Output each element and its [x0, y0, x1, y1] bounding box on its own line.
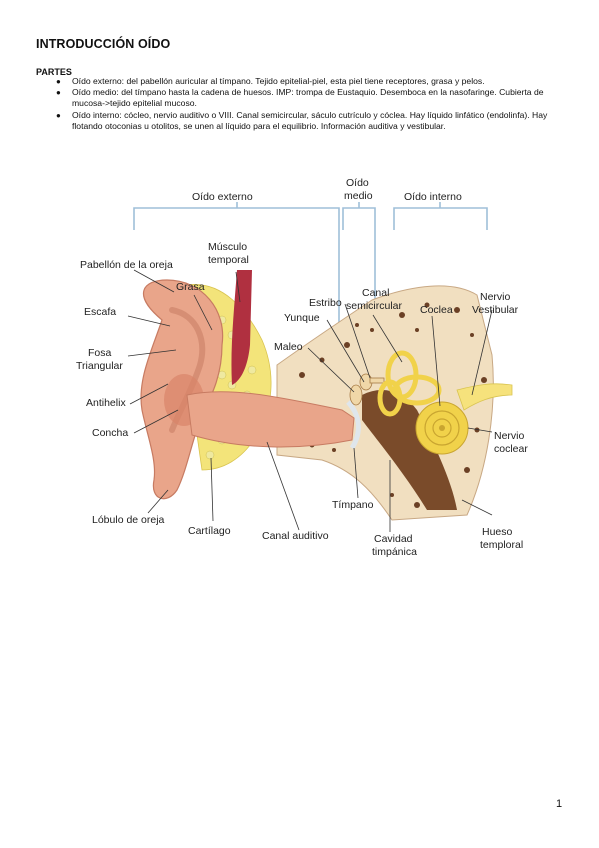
nerve-bundle — [456, 383, 513, 411]
label-timpano: Tímpano — [332, 499, 374, 511]
cochlea — [415, 401, 469, 455]
region-brackets — [133, 202, 488, 355]
label-nervio-vestibular-2: Vestibular — [472, 304, 519, 316]
bullet-list: ● Oído externo: del pabellón auricular al… — [56, 76, 551, 132]
temporal-muscle — [231, 270, 252, 385]
label-musculo-2: temporal — [208, 254, 249, 266]
label-canal-semicircular-1: Canal — [362, 287, 389, 299]
tympanic-cavity — [362, 390, 457, 510]
label-hueso-1: Hueso — [482, 526, 513, 538]
leader-lines — [127, 269, 493, 532]
label-fosa-2: Triangular — [76, 360, 123, 372]
semicircular-canals — [377, 350, 442, 417]
label-musculo-1: Músculo — [208, 241, 247, 253]
ear-anatomy-figure: Oído externo Oído medio Oído interno Pab… — [72, 170, 544, 565]
label-escafa: Escafa — [84, 306, 116, 318]
eardrum — [346, 400, 361, 450]
label-canal-semicircular-2: semicircular — [346, 300, 403, 312]
label-cavidad-1: Cavidad — [374, 533, 413, 545]
ear-diagram: Oído externo Oído medio Oído interno Pab… — [76, 177, 528, 558]
label-lobulo: Lóbulo de oreja — [92, 514, 165, 526]
page-number: 1 — [556, 798, 563, 810]
bullet-text: Oído medio: del tímpano hasta la cadena … — [72, 87, 544, 109]
bullet-icon: ● — [56, 77, 61, 86]
list-item: ● Oído externo: del pabellón auricular al… — [56, 76, 551, 87]
list-item: ● Oído interno: cócleo, nervio auditivo o… — [56, 110, 551, 132]
label-middle-region-1: Oído — [346, 177, 369, 189]
label-middle-region-2: medio — [344, 190, 373, 202]
bone-pores — [299, 302, 487, 508]
label-estribo: Estribo — [309, 297, 342, 309]
label-cartilago: Cartílago — [188, 525, 231, 537]
page-title: INTRODUCCIÓN OÍDO — [36, 37, 171, 51]
label-external-region: Oído externo — [192, 191, 253, 203]
label-cavidad-2: timpánica — [372, 546, 417, 558]
bullet-text: Oído interno: cócleo, nervio auditivo o … — [72, 109, 548, 131]
label-nervio-coclear-1: Nervio — [494, 430, 525, 442]
label-hueso-2: temploral — [480, 539, 523, 551]
label-nervio-vestibular-1: Nervio — [480, 291, 511, 303]
label-yunque: Yunque — [284, 312, 320, 324]
bullet-text: Oído externo: del pabellón auricular al … — [72, 76, 485, 86]
label-maleo: Maleo — [274, 341, 303, 353]
list-item: ● Oído medio: del tímpano hasta la cadena… — [56, 87, 551, 109]
label-internal-region: Oído interno — [404, 191, 462, 203]
label-coclea: Coclea — [420, 304, 453, 316]
label-fosa-1: Fosa — [88, 347, 112, 359]
ossicles — [349, 373, 385, 406]
label-antihelix: Antihelix — [86, 397, 126, 409]
section-heading: PARTES — [36, 67, 72, 77]
bullet-icon: ● — [56, 110, 61, 120]
label-canal-auditivo: Canal auditivo — [262, 530, 329, 542]
label-grasa: Grasa — [176, 281, 205, 293]
ear-canal — [186, 391, 355, 448]
label-pabellon: Pabellón de la oreja — [80, 259, 173, 271]
label-concha: Concha — [92, 427, 128, 439]
bullet-icon: ● — [56, 88, 61, 98]
label-nervio-coclear-2: coclear — [494, 443, 528, 455]
